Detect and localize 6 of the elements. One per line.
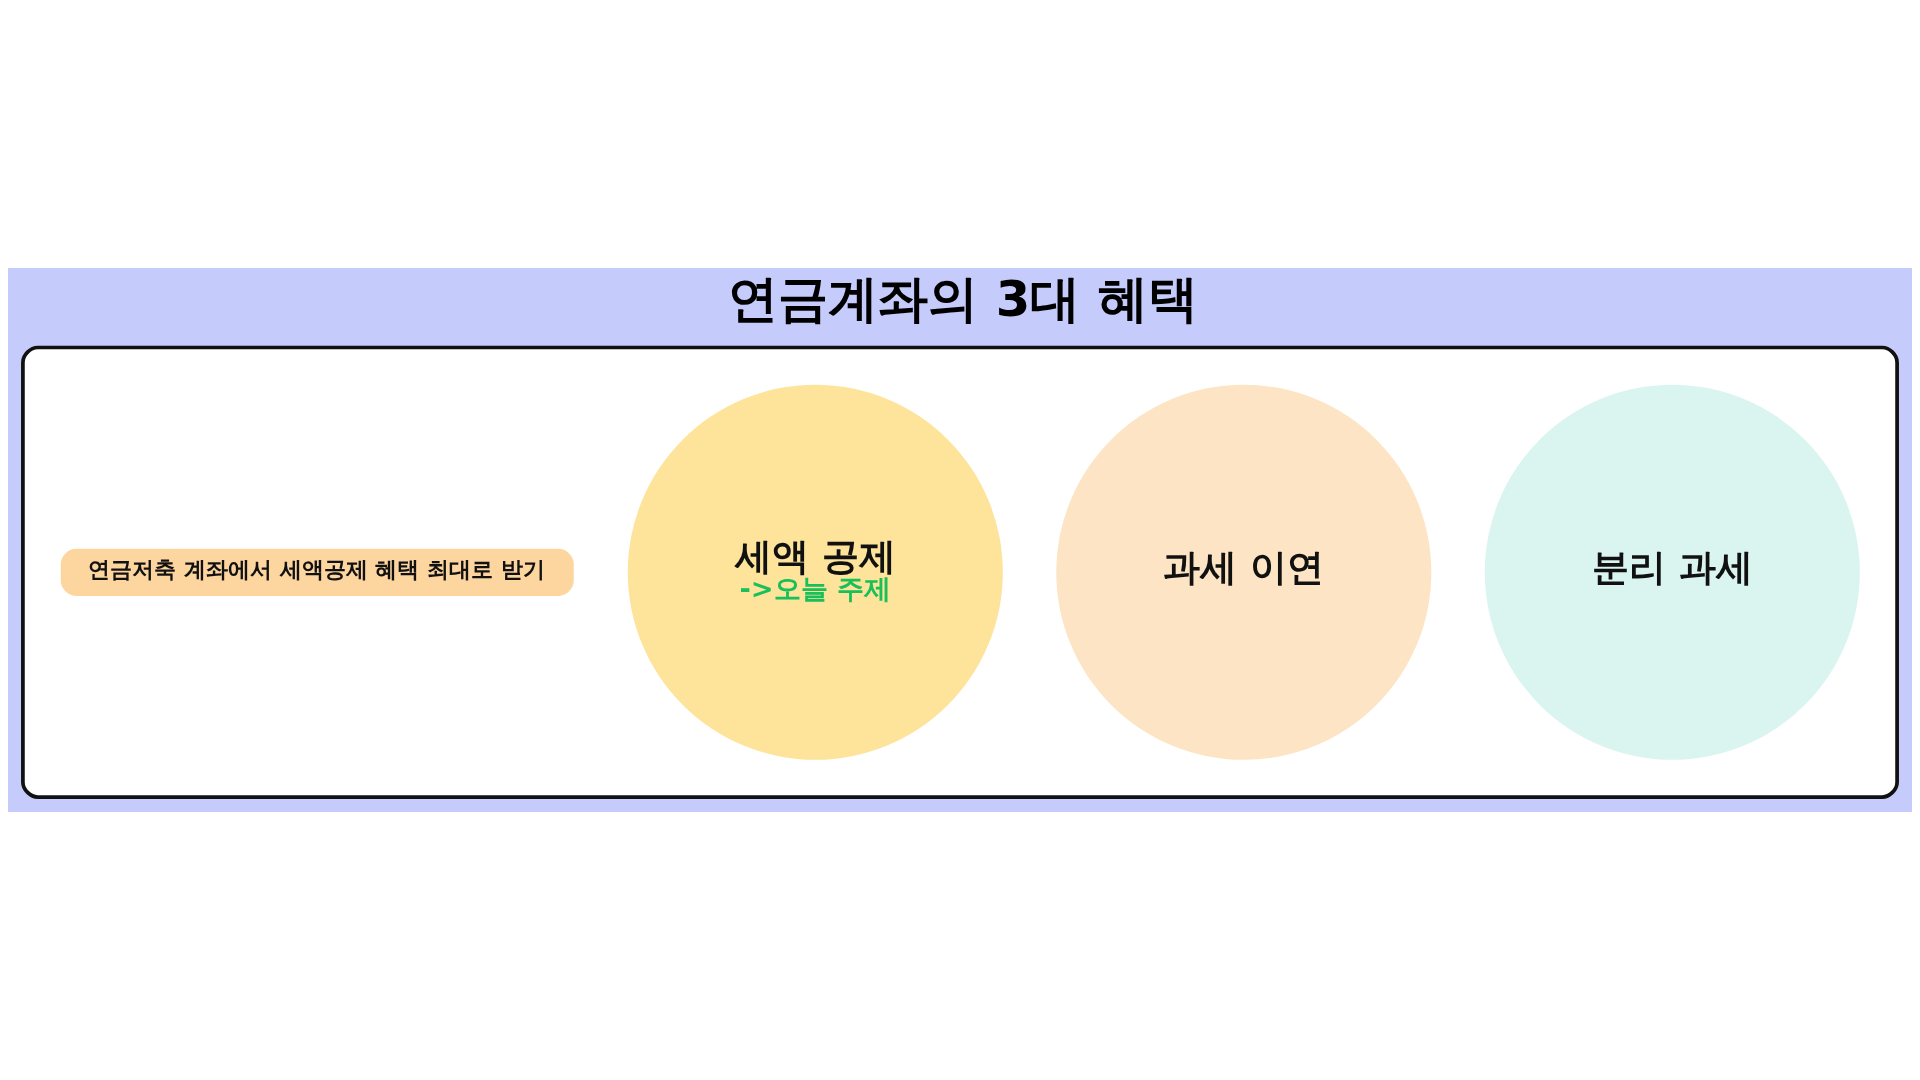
diagram-title: 연금계좌의 3대 혜택 <box>728 270 1198 329</box>
node-box: 연금저축 계좌에서 세액공제 혜택 최대로 받기 <box>60 548 574 596</box>
node-circle: 세액 공제 ->오늘 주제 <box>627 384 1003 760</box>
cluster <box>21 345 1899 799</box>
node-circle: 분리 과세 <box>1484 384 1860 760</box>
node-circle: 과세 이연 <box>1056 384 1432 760</box>
